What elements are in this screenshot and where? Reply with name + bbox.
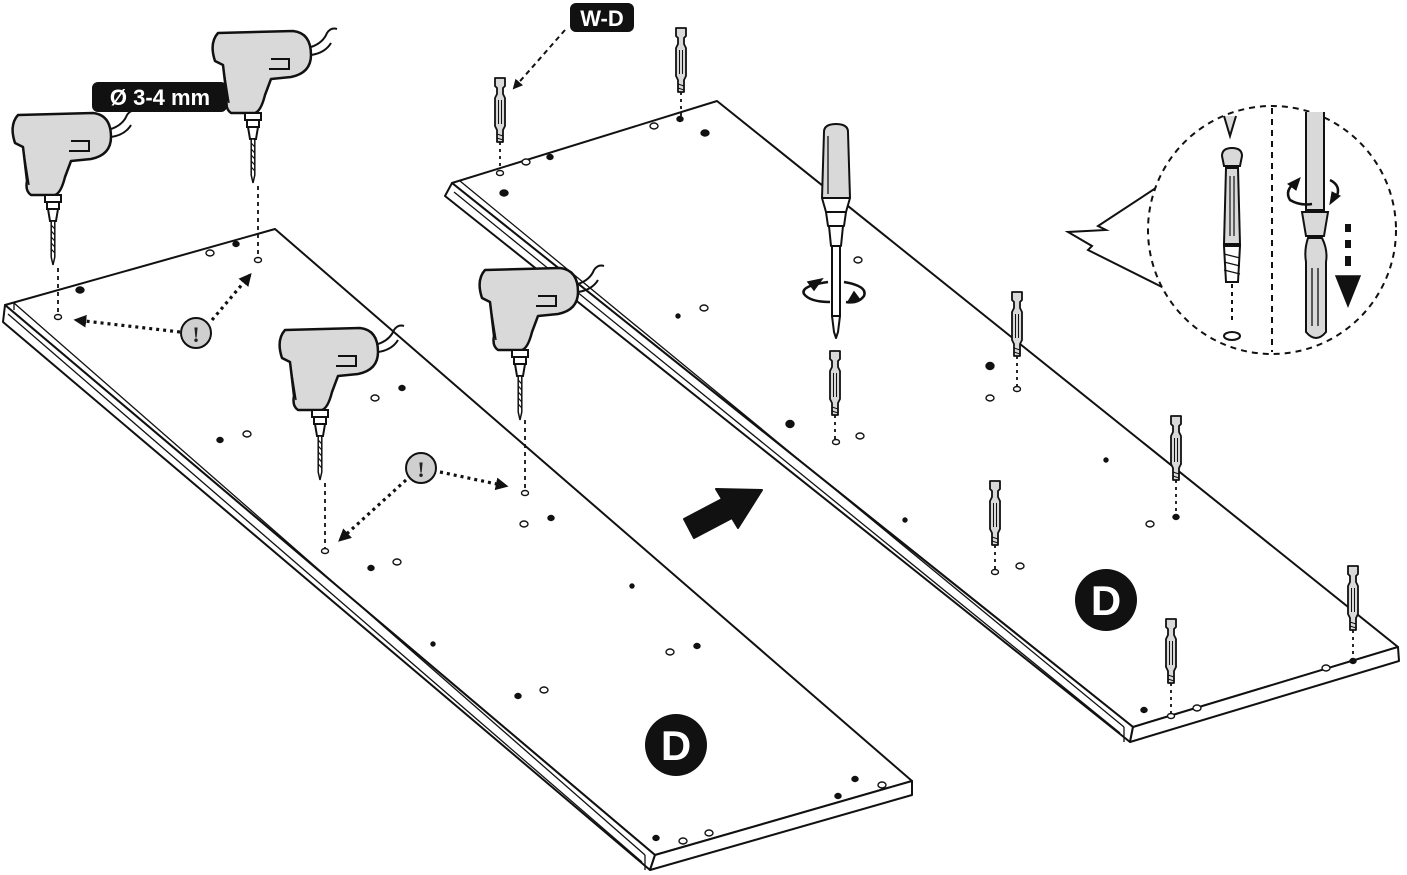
panel-hole	[1349, 657, 1357, 665]
dowel-label: W-D	[570, 3, 634, 32]
panel-hole	[676, 115, 684, 123]
warning-icon: !	[405, 452, 437, 484]
detail-inset	[1064, 105, 1397, 355]
svg-text:W-D: W-D	[580, 6, 624, 31]
panel-hole	[253, 256, 263, 264]
panel-hole	[216, 436, 224, 444]
panel-hole	[675, 313, 681, 319]
svg-text:Ø 3-4 mm: Ø 3-4 mm	[110, 85, 210, 110]
panel-hole	[547, 514, 555, 522]
dowel-pin-icon	[675, 27, 687, 93]
dowel-guide-lines	[499, 92, 1354, 714]
dowel-label-pointer	[512, 29, 566, 90]
panel-hole	[521, 158, 531, 166]
panel-hole	[704, 829, 714, 837]
panel-hole	[367, 564, 375, 572]
panel-hole	[693, 642, 701, 650]
panel-hole	[398, 384, 406, 392]
drill-size-label: Ø 3-4 mm	[92, 82, 227, 112]
panel-hole	[851, 775, 859, 783]
right-panel-right-edge	[1129, 646, 1400, 743]
panel-hole	[834, 792, 842, 800]
panel-hole	[985, 394, 995, 402]
panel-hole	[1166, 712, 1176, 720]
panel-hole	[1145, 520, 1155, 528]
panel-hole	[232, 240, 240, 248]
panel-hole	[75, 286, 85, 294]
panel-hole	[1015, 562, 1025, 570]
part-label-left: D	[645, 714, 707, 776]
panel-hole	[785, 419, 795, 429]
panel-hole	[1321, 664, 1331, 672]
part-label-right: D	[1075, 569, 1137, 631]
panel-hole	[985, 361, 995, 371]
panel-hole	[499, 189, 509, 197]
panel-hole	[520, 489, 530, 497]
panel-hole	[1192, 704, 1202, 712]
warning-arrows	[73, 273, 509, 542]
panel-hole	[514, 692, 522, 700]
panel-hole	[539, 686, 549, 694]
panel-hole	[700, 129, 710, 137]
warning-icon: !	[180, 317, 212, 349]
panel-hole	[853, 256, 863, 264]
dowel-pin-icon	[494, 77, 506, 143]
panel-hole	[1012, 385, 1022, 393]
dowel-pin-icon	[1011, 291, 1023, 357]
dowel-pin-icon	[1347, 565, 1359, 631]
panel-hole	[665, 648, 675, 656]
panel-hole	[320, 547, 330, 555]
panel-hole	[877, 781, 887, 789]
panel-hole	[242, 430, 252, 438]
panel-hole	[370, 394, 380, 402]
panel-hole	[699, 304, 709, 312]
dowel-pin-icon	[1165, 618, 1177, 684]
panel-hole	[629, 583, 635, 589]
svg-text:!: !	[192, 322, 199, 347]
panel-hole	[855, 432, 865, 440]
panel-hole	[53, 313, 63, 321]
panel-hole	[678, 837, 688, 845]
power-drill-icon	[11, 109, 139, 267]
panel-holes	[53, 115, 1357, 845]
dowel-pin-icon	[989, 480, 1001, 546]
left-panel	[2, 228, 913, 871]
power-drill-icon	[211, 27, 339, 185]
left-panel-right-edge	[649, 780, 913, 871]
panel-hole	[649, 122, 659, 130]
panel-hole	[495, 169, 505, 177]
panel-hole	[902, 517, 908, 523]
svg-text:!: !	[417, 457, 424, 482]
svg-text:D: D	[661, 722, 691, 769]
panel-hole	[546, 153, 554, 161]
panel-hole	[205, 249, 215, 257]
right-panel	[444, 100, 1400, 743]
panel-hole	[392, 558, 402, 566]
rotate-arrow-icon	[802, 277, 866, 304]
panel-hole	[519, 520, 529, 528]
panel-hole	[1172, 513, 1180, 521]
drill-guide-lines	[57, 186, 526, 548]
panel-hole	[652, 834, 660, 842]
svg-text:D: D	[1091, 577, 1121, 624]
dowel-pin-icon	[1170, 415, 1182, 481]
panel-hole	[990, 568, 1000, 576]
screwdriver-icon	[821, 123, 851, 339]
dowel-pin-icon	[829, 350, 841, 416]
panel-hole	[831, 438, 841, 446]
panel-hole	[1140, 706, 1148, 714]
panel-hole	[430, 641, 436, 647]
step-arrow-icon	[683, 488, 763, 539]
panel-hole	[1103, 457, 1109, 463]
